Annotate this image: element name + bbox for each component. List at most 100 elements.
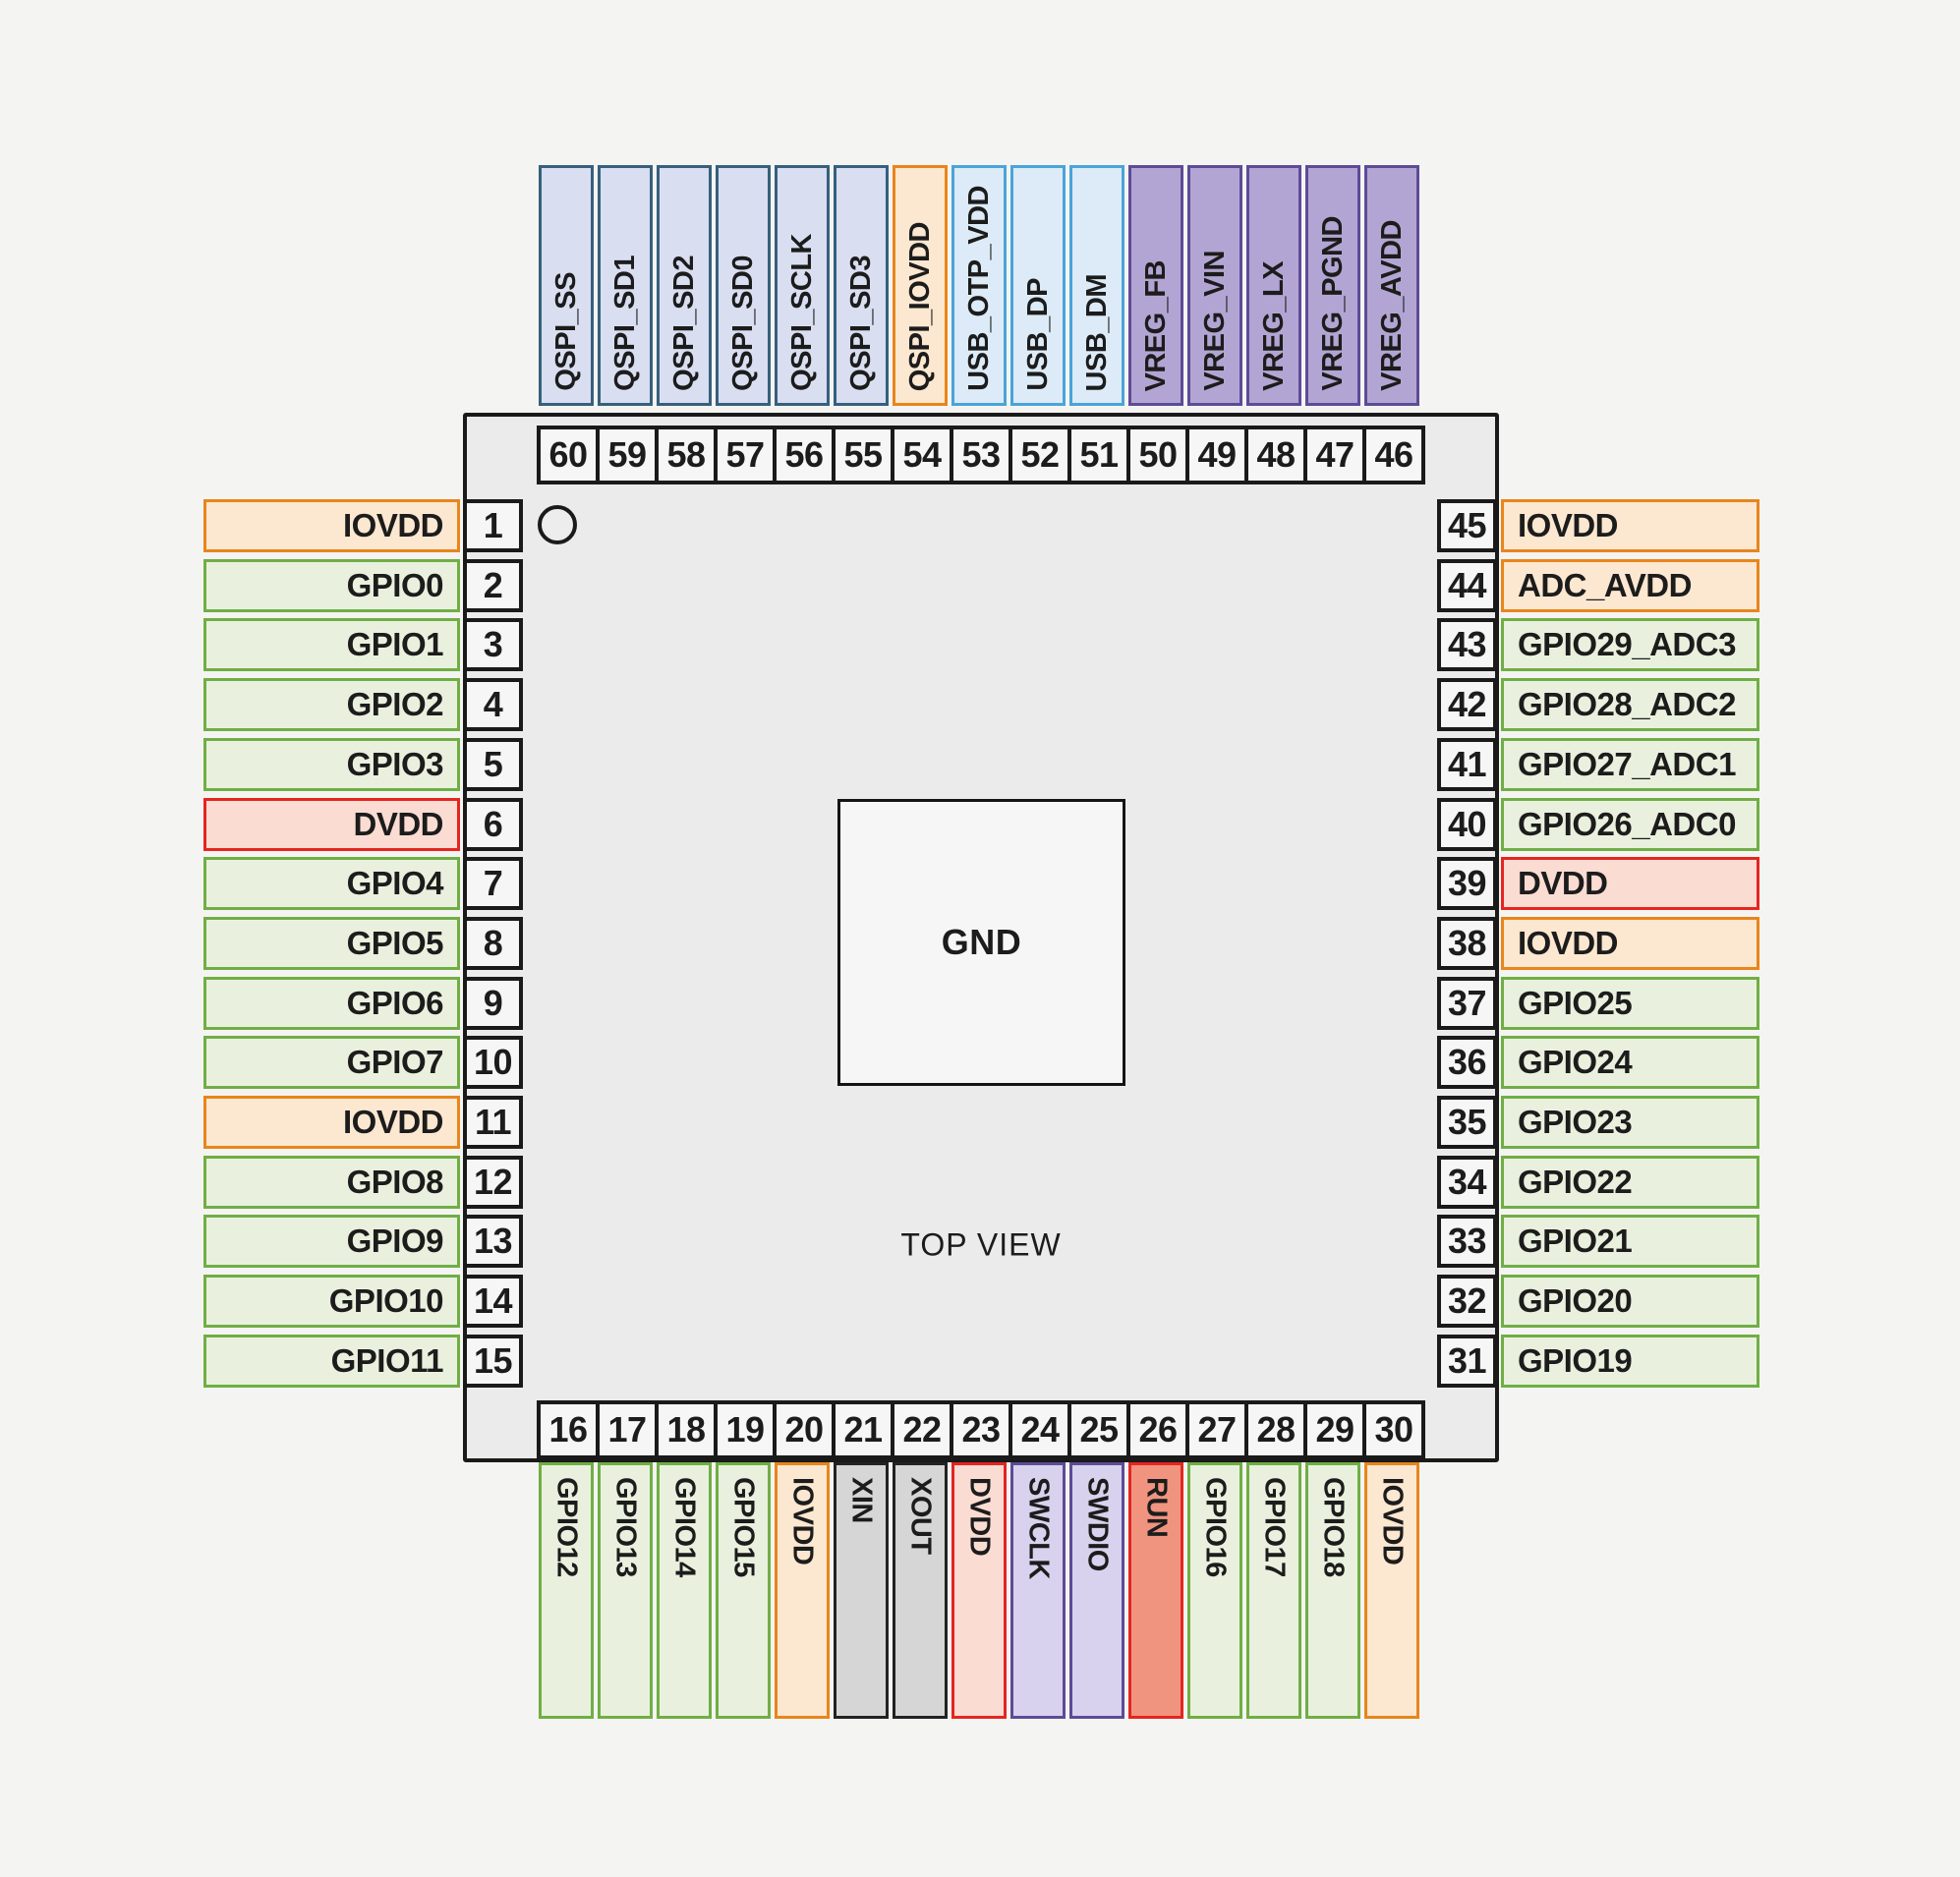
pin-number-box: 22	[891, 1400, 953, 1459]
pin-number: 23	[961, 1409, 1001, 1450]
pin-number: 10	[473, 1042, 513, 1083]
pin-label: GPIO23	[1518, 1104, 1633, 1140]
pin-number: 59	[607, 434, 647, 475]
pin-number-box: 23	[950, 1400, 1012, 1459]
pin-label-box: GPIO5	[203, 916, 460, 970]
pin-label-box: GPIO13	[598, 1462, 653, 1719]
pin-number: 26	[1138, 1409, 1178, 1450]
pin-label-box: SWCLK	[1010, 1462, 1066, 1719]
pin-label-box: DVDD	[203, 797, 460, 851]
pin-number: 4	[483, 684, 503, 725]
pin-label: SWCLK	[1022, 1477, 1055, 1579]
pin-number-box: 36	[1437, 1036, 1497, 1090]
pin-number-box: 17	[596, 1400, 659, 1459]
pin-number-box: 31	[1437, 1334, 1497, 1388]
pin-label-box: VREG_VIN	[1187, 165, 1242, 406]
pin-label-box: IOVDD	[1501, 499, 1759, 552]
pin-number-box: 12	[463, 1155, 523, 1209]
pin-label-box: VREG_LX	[1246, 165, 1301, 406]
pin-label-box: GPIO6	[203, 976, 460, 1030]
pin-number: 5	[483, 743, 503, 784]
pin-number-box: 8	[463, 916, 523, 970]
pin-label: QSPI_SS	[549, 272, 582, 391]
pin-label-box: XOUT	[893, 1462, 948, 1719]
pin-label: QSPI_SD1	[608, 256, 641, 391]
pin-label-box: IOVDD	[775, 1462, 830, 1719]
pin-label: GPIO6	[346, 984, 444, 1021]
pin-label: GPIO21	[1518, 1223, 1633, 1260]
pin-number-box: 44	[1437, 558, 1497, 612]
pin-number-box: 50	[1126, 426, 1189, 484]
pin-number-box: 3	[463, 618, 523, 672]
pin-label-box: GPIO22	[1501, 1155, 1759, 1209]
pin-label: GPIO0	[346, 566, 444, 603]
pin-number-box: 14	[463, 1275, 523, 1329]
pin-number: 33	[1447, 1221, 1487, 1262]
pin-number: 46	[1374, 434, 1413, 475]
pin-label: DVDD	[353, 805, 443, 842]
pin-label: XIN	[845, 1477, 878, 1523]
pin-label: GPIO3	[346, 745, 444, 782]
pin-label-box: GPIO26_ADC0	[1501, 797, 1759, 851]
pin-label-box: USB_DP	[1010, 165, 1066, 406]
pin-number: 13	[473, 1221, 513, 1262]
pin-label-box: GPIO24	[1501, 1036, 1759, 1090]
pin-number: 16	[548, 1409, 588, 1450]
pin-number-box: 4	[463, 678, 523, 732]
pin-number-box: 39	[1437, 857, 1497, 911]
pin-label-box: GPIO2	[203, 678, 460, 732]
pin-label: GPIO25	[1518, 984, 1633, 1021]
pin1-marker-icon	[538, 505, 577, 544]
pin-number: 2	[483, 564, 503, 605]
pin-label-box: GPIO25	[1501, 976, 1759, 1030]
pin-number: 40	[1447, 803, 1487, 844]
pin-label: GPIO5	[346, 924, 444, 961]
pin-label-box: VREG_PGND	[1305, 165, 1360, 406]
pin-number: 48	[1256, 434, 1296, 475]
pin-label: GPIO10	[328, 1282, 444, 1320]
pin-number-box: 42	[1437, 678, 1497, 732]
pin-label: GPIO8	[346, 1163, 444, 1200]
pin-label-box: GPIO18	[1305, 1462, 1360, 1719]
pin-number-box: 11	[463, 1096, 523, 1149]
pin-number: 25	[1079, 1409, 1119, 1450]
pin-label-box: GPIO10	[203, 1275, 460, 1329]
pin-number: 27	[1197, 1409, 1237, 1450]
pin-number: 41	[1447, 743, 1487, 784]
pin-label: DVDD	[963, 1477, 996, 1557]
pin-label: GPIO24	[1518, 1044, 1633, 1081]
pin-label-box: GPIO29_ADC3	[1501, 618, 1759, 672]
pin-label-box: DVDD	[1501, 857, 1759, 911]
pin-label-box: GPIO8	[203, 1155, 460, 1209]
pin-number: 50	[1138, 434, 1178, 475]
pin-number: 57	[725, 434, 765, 475]
pin-number: 31	[1447, 1339, 1487, 1381]
pin-label: IOVDD	[1376, 1477, 1409, 1565]
pin-number-box: 10	[463, 1036, 523, 1090]
pin-number: 54	[902, 434, 942, 475]
pin-number-box: 6	[463, 797, 523, 851]
pin-number: 15	[473, 1339, 513, 1381]
pin-number: 55	[843, 434, 883, 475]
pin-number-box: 43	[1437, 618, 1497, 672]
pin-label: USB_DP	[1021, 278, 1054, 391]
pin-number-box: 30	[1362, 1400, 1425, 1459]
pin-label: GPIO19	[1518, 1341, 1633, 1379]
pin-label: IOVDD	[342, 1104, 444, 1140]
pin-label-box: QSPI_SD1	[598, 165, 653, 406]
pin-number: 6	[483, 803, 503, 844]
pin-number-box: 5	[463, 737, 523, 791]
pin-label-box: QSPI_SD3	[834, 165, 889, 406]
pin-number-box: 21	[832, 1400, 894, 1459]
pin-number: 53	[961, 434, 1001, 475]
pin-label: USB_OTP_VDD	[962, 186, 995, 391]
pin-label-box: GPIO12	[539, 1462, 594, 1719]
pin-number-box: 47	[1303, 426, 1366, 484]
pin-label-box: GPIO15	[716, 1462, 771, 1719]
pin-number: 42	[1447, 684, 1487, 725]
pin-label-box: QSPI_SD2	[657, 165, 712, 406]
pin-number: 37	[1447, 982, 1487, 1023]
pin-label: QSPI_IOVDD	[903, 221, 936, 391]
pin-number-box: 28	[1244, 1400, 1307, 1459]
pin-label: GPIO11	[330, 1341, 444, 1379]
